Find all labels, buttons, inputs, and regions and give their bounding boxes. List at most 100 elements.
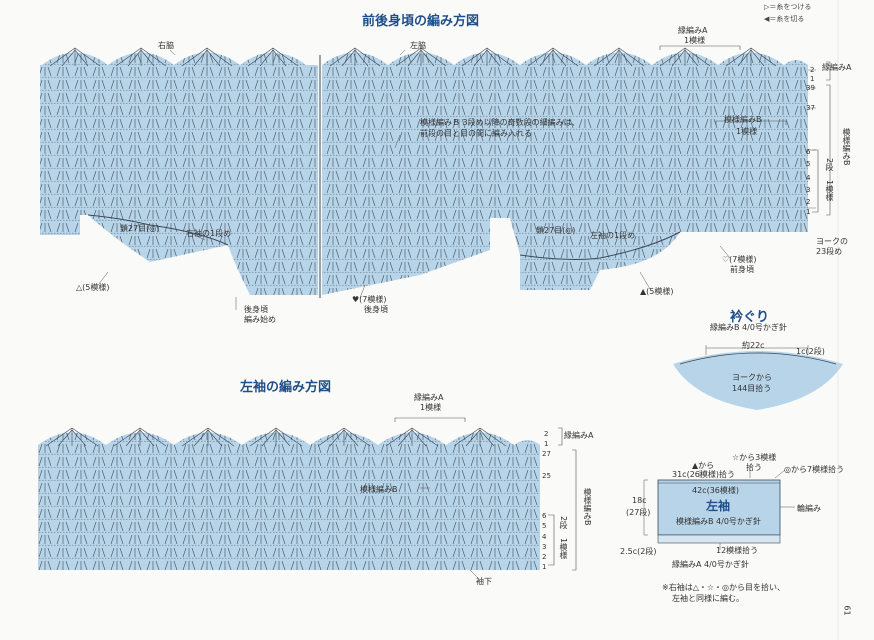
schematic-height: 18c: [632, 496, 647, 505]
body-edge-repeat-bracket: [659, 45, 741, 50]
body-row-1b: 1: [806, 208, 811, 216]
body-pattern-repeat-bracket: [715, 120, 787, 125]
legend-attach: ▷＝糸をつける: [764, 3, 812, 11]
schematic-bottom-pick: 12模様拾う: [716, 546, 759, 555]
collar-shape: [673, 345, 843, 410]
triangle-left-label: △(5模様): [76, 283, 110, 292]
collar-spec: 縁編みB 4/0号かぎ針: [710, 323, 787, 332]
collar-pickup-line2: 144目拾う: [732, 384, 772, 393]
sleeve-pattern-bracket: [572, 449, 577, 571]
schematic-height-rows: (27段): [626, 508, 651, 517]
sleeve-diagram-title: 左袖の編み方図: [240, 380, 332, 395]
schematic-edge-spec: 縁編みA 4/0号かぎ針: [672, 560, 749, 569]
sleeve-side-1repeat: 1模様: [559, 538, 568, 560]
sleeve-row-25: 25: [542, 472, 551, 480]
chain-right-label: 鎖27目(◎): [120, 224, 160, 233]
legend-cut: ◀＝糸を切る: [764, 15, 805, 23]
back-yoke-count: ♥(7模様): [352, 295, 387, 304]
right-side-label: 右脇: [158, 41, 174, 50]
sleeve-pattern-b-label: 模様編みB: [360, 485, 398, 494]
schematic-circle-from: ◎から7模様拾う: [784, 465, 845, 474]
body-edge-bracket: [826, 61, 831, 81]
body-pattern-bracket: [826, 84, 831, 216]
body-row-37: 37: [806, 104, 815, 112]
chain-left-label: 鎖27目(◎): [536, 226, 576, 235]
body-side-pattern-label: 模様編みB: [842, 128, 851, 166]
sleeve-row-2b: 2: [542, 553, 547, 561]
back-start-label1: 後身頃: [244, 305, 268, 314]
body-row-1: 1: [810, 75, 815, 83]
left-sleeve-schematic: [643, 466, 795, 550]
sleeve-row-1b: 1: [542, 563, 547, 571]
cut-yarn-icon: ◀: [764, 15, 770, 23]
body-row-2b: 2: [806, 198, 811, 206]
front-yoke-label: 前身頃: [730, 265, 754, 274]
schematic-31c: 31c(26模様)拾う: [672, 470, 735, 479]
back-yoke-label: 後身頃: [364, 305, 388, 314]
body-pattern-b-label: 模様編みB: [724, 115, 762, 124]
right-armhole-chain: [87, 214, 229, 246]
body-pattern-b-repeat: 1模様: [736, 127, 758, 136]
body-row-4: 4: [806, 174, 811, 182]
body-side-1repeat: 1模様: [825, 180, 834, 202]
underarm-label: 袖下: [476, 577, 492, 586]
pattern-note-line1: 模様編みＢ 3段め以降の奇数段の細編みは、: [420, 118, 580, 127]
left-armhole-chain: [519, 231, 681, 260]
page-number: 61: [842, 605, 852, 616]
sleeve-row-3: 3: [542, 543, 547, 551]
body-side-2rows: 2段: [825, 158, 834, 172]
sleeve-row-27: 27: [542, 450, 551, 458]
underarm-leader: [469, 569, 479, 579]
body-right-back-block: [40, 52, 318, 295]
body-repeat-bracket: [812, 149, 819, 213]
body-diagram-title: 前後身頃の編み方図: [362, 14, 480, 29]
collar-title: 衿ぐり: [730, 310, 770, 325]
footnote-line2: 左袖と同様に編む。: [672, 594, 744, 603]
sleeve-row-5: 5: [542, 522, 547, 530]
body-front-block: [322, 52, 808, 295]
yoke-row-label1: ヨークの: [816, 237, 848, 246]
triangle-right-label: ▲(5模様): [640, 287, 674, 296]
sleeve-repeat-bracket: [548, 514, 555, 566]
body-row-2: 2: [810, 66, 815, 74]
sleeve-edge-bracket: [558, 427, 563, 446]
attach-yarn-icon: ▷: [764, 3, 770, 11]
body-row-3: 3: [806, 186, 811, 194]
body-leader-lines: [97, 49, 731, 310]
sleeve-row-6: 6: [542, 512, 547, 520]
schematic-spec: 模様編みB 4/0号かぎ針: [676, 517, 761, 526]
sleeve-edge-a-repeat: 1模様: [420, 403, 442, 412]
left-side-label: 左脇: [410, 41, 426, 50]
front-yoke-count: ♡(7模様): [722, 255, 757, 264]
collar-pickup-line1: ヨークから: [732, 373, 772, 382]
sleeve-row-2: 2: [544, 430, 549, 438]
schematic-star-pick: 拾う: [746, 463, 762, 472]
pattern-note-line2: 前段の目と目の間に編み入れる: [420, 129, 532, 138]
footnote-line1: ※右袖は△・☆・◎から目を拾い、: [662, 583, 786, 592]
body-side-edge-label: 縁編みA: [822, 63, 852, 72]
schematic-edge-right: 輪編み: [797, 504, 821, 513]
sleeve-side-2rows: 2段: [559, 516, 568, 530]
body-fan-motifs: [49, 47, 777, 67]
schematic-title: 左袖: [706, 499, 731, 513]
sleeve-edge-repeat-bracket: [394, 417, 466, 422]
body-row-6: 6: [806, 148, 811, 156]
schematic-edge-bottom: 2.5c(2段): [620, 547, 657, 556]
sleeve-fan-motifs: [45, 427, 507, 447]
collar-width: 約22c: [742, 341, 765, 350]
sleeve-row-1: 1: [544, 440, 549, 448]
sleeve-block: [38, 432, 540, 570]
sleeve-edge-a-label: 縁編みA: [414, 393, 444, 402]
collar-depth: 1c(2段): [796, 347, 825, 356]
schematic-star-from: ☆から3模様: [732, 453, 777, 462]
body-edge-a-label: 縁編みA: [678, 26, 708, 35]
right-sleeve-row-label: 右袖の1段め: [186, 229, 232, 238]
sleeve-side-pattern-label: 模様編みB: [583, 488, 592, 526]
schematic-tri-from: ▲から: [692, 461, 715, 470]
sleeve-side-edge-label: 縁編みA: [564, 431, 594, 440]
back-start-label2: 編み始め: [244, 315, 276, 324]
sleeve-row-4: 4: [542, 533, 547, 541]
schematic-width: 42c(36模様): [692, 486, 739, 495]
body-row-5: 5: [806, 160, 811, 168]
